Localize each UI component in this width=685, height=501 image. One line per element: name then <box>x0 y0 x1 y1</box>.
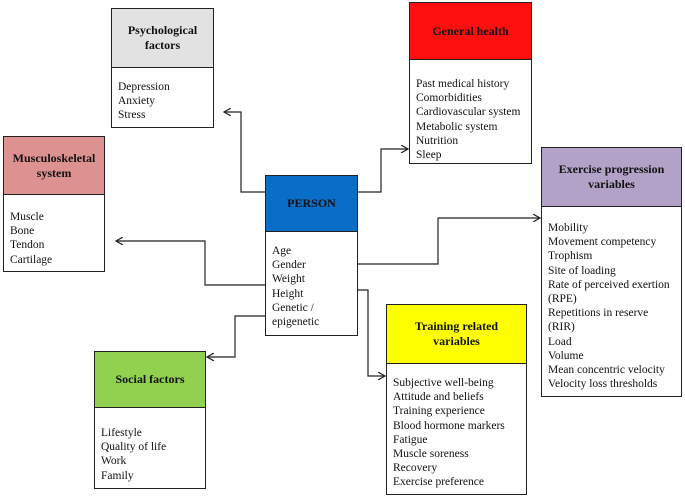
list-item: Repetitions in reserve <box>548 307 649 320</box>
arrow-to-social <box>207 315 265 357</box>
list-item: Metabolic system <box>416 120 498 133</box>
arrow-to-exercise-progression <box>358 218 540 265</box>
arrow-to-general-health <box>358 149 408 193</box>
list-item: Age <box>272 245 292 257</box>
list-item: Work <box>101 455 127 468</box>
psychological-factors-box: Psychological factors Depression Anxiety… <box>111 8 214 128</box>
list-item: Recovery <box>393 462 438 475</box>
list-item: Past medical history <box>416 78 510 90</box>
list-item: Volume <box>548 349 584 362</box>
musculoskeletal-system-box: Musculoskeletal system Muscle Bone Tendo… <box>3 136 105 272</box>
psychological-factors-title: Psychological factors <box>127 23 198 52</box>
list-item: Cartilage <box>10 253 53 266</box>
list-item: Trophism <box>548 250 593 263</box>
list-item: Quality of life <box>101 441 167 454</box>
list-item: Exercise preference <box>393 476 484 489</box>
list-item: Load <box>548 335 572 348</box>
training-related-variables-box: Training related variables Subjective we… <box>386 304 527 495</box>
list-item: Subjective well-being <box>393 377 494 389</box>
list-item: Comorbidities <box>416 92 482 105</box>
general-health-list: Past medical history Comorbidities Cardi… <box>410 60 531 163</box>
list-item: Mean concentric velocity <box>548 364 665 377</box>
list-item: Muscle <box>10 211 44 223</box>
list-item: Bone <box>10 225 35 238</box>
list-item: Velocity loss thresholds <box>548 378 658 391</box>
list-item: Weight <box>272 273 305 286</box>
list-item: Attitude and beliefs <box>393 391 484 404</box>
general-health-header: General health <box>410 3 531 60</box>
general-health-box: General health Past medical history Como… <box>409 2 532 164</box>
exercise-progression-variables-list: Mobility Movement competency Trophism Si… <box>542 207 681 396</box>
list-item: Depression <box>118 81 170 93</box>
list-item: Family <box>101 469 134 482</box>
list-item: Training experience <box>393 405 485 418</box>
psychological-factors-header: Psychological factors <box>112 9 213 68</box>
musculoskeletal-system-title: Musculoskeletal system <box>12 150 96 180</box>
list-item: Movement competency <box>548 236 657 249</box>
arrow-to-musculoskeletal <box>116 241 265 286</box>
list-item: Cardiovascular system <box>416 106 521 119</box>
person-list: Age Gender Weight Height Genetic / epige… <box>266 232 357 335</box>
social-factors-title: Social factors <box>115 372 185 386</box>
list-item: Height <box>272 287 304 300</box>
social-factors-box: Social factors Lifestyle Quality of life… <box>94 351 206 489</box>
list-item: (RIR) <box>548 321 575 334</box>
list-item: Anxiety <box>118 95 156 108</box>
list-item: Blood hormone markers <box>393 419 505 432</box>
list-item: Nutrition <box>416 134 459 147</box>
musculoskeletal-system-header: Musculoskeletal system <box>4 137 104 195</box>
list-item: Rate of perceived exertion <box>548 278 670 291</box>
musculoskeletal-system-list: Muscle Bone Tendon Cartilage <box>4 195 104 271</box>
training-related-variables-header: Training related variables <box>387 305 526 364</box>
list-item: Muscle soreness <box>393 448 469 461</box>
list-item: Genetic / <box>272 301 314 314</box>
arrow-to-psychological <box>224 112 265 193</box>
social-factors-header: Social factors <box>95 352 205 408</box>
list-item: Sleep <box>416 149 442 162</box>
list-item: Mobility <box>548 222 589 234</box>
list-item: Site of loading <box>548 264 616 277</box>
list-item: epigenetic <box>272 316 320 329</box>
exercise-progression-variables-box: Exercise progression variables Mobility … <box>541 147 682 397</box>
exercise-progression-variables-header: Exercise progression variables <box>542 148 681 207</box>
training-related-variables-list: Subjective well-being Attitude and belie… <box>387 364 526 494</box>
training-related-variables-title: Training related variables <box>414 319 499 348</box>
social-factors-list: Lifestyle Quality of life Work Family <box>95 408 205 488</box>
person-title: PERSON <box>287 196 336 210</box>
exercise-progression-variables-title: Exercise progression variables <box>558 162 665 191</box>
general-health-title: General health <box>432 23 509 38</box>
psychological-factors-list: Depression Anxiety Stress <box>112 68 213 127</box>
list-item: Fatigue <box>393 433 428 446</box>
list-item: Tendon <box>10 239 45 252</box>
person-header: PERSON <box>266 176 357 232</box>
person-box: PERSON Age Gender Weight Height Genetic … <box>265 175 358 336</box>
list-item: Lifestyle <box>101 427 142 439</box>
list-item: (RPE) <box>548 293 577 306</box>
list-item: Stress <box>118 109 146 122</box>
arrow-to-training-related <box>358 289 385 376</box>
list-item: Gender <box>272 259 306 272</box>
